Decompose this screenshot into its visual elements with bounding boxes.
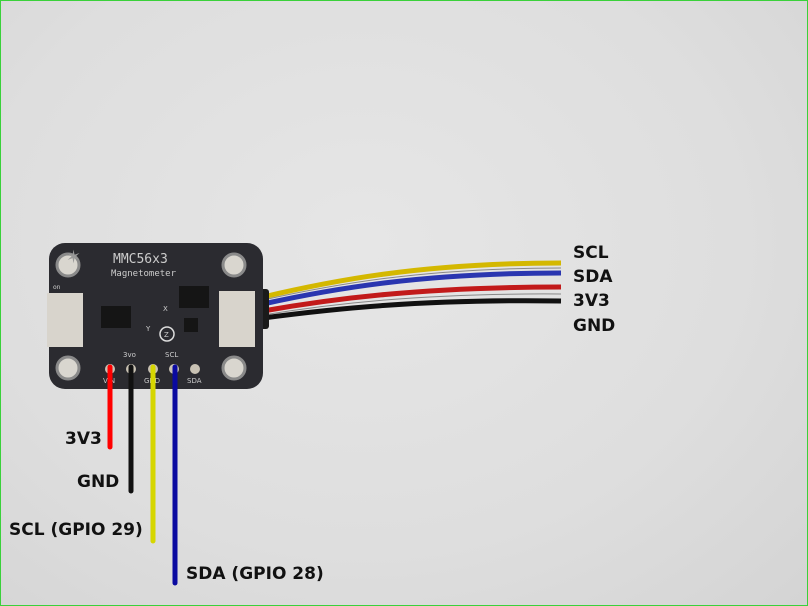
chip: [101, 306, 131, 328]
cable-label-sda: SDA: [573, 267, 613, 287]
stemma-connector-left: [47, 293, 83, 347]
pin-label-sda: SDA: [187, 377, 202, 385]
axis-label-y: Y: [145, 325, 151, 333]
chip: [179, 286, 209, 308]
board-title: MMC56x3: [113, 252, 168, 267]
wire-label-sda: SDA (GPIO 28): [186, 564, 324, 584]
cable-label-3v3: 3V3: [573, 291, 610, 311]
star-logo-icon: ✶: [66, 247, 81, 268]
cable-label-scl: SCL: [573, 243, 609, 263]
wire-label-gnd: GND: [77, 472, 120, 492]
board-subtitle: Magnetometer: [111, 269, 177, 279]
pin-label-3vo: 3vo: [123, 351, 136, 359]
wire-label-scl: SCL (GPIO 29): [9, 520, 143, 540]
pin-label-scl: SCL: [165, 351, 178, 359]
sensor-chip: [184, 318, 198, 332]
cable-label-gnd: GND: [573, 316, 616, 336]
led-label: on: [53, 284, 61, 291]
axis-label-x: X: [163, 305, 168, 313]
breakout-board: [49, 243, 263, 389]
z-axis-icon: [159, 326, 175, 342]
stemma-cable: [262, 260, 562, 321]
axis-label-z: Z: [164, 331, 169, 339]
stemma-connector-right: [219, 291, 255, 347]
wire-label-3v3: 3V3: [65, 429, 102, 449]
mounting-holes: [55, 252, 247, 381]
